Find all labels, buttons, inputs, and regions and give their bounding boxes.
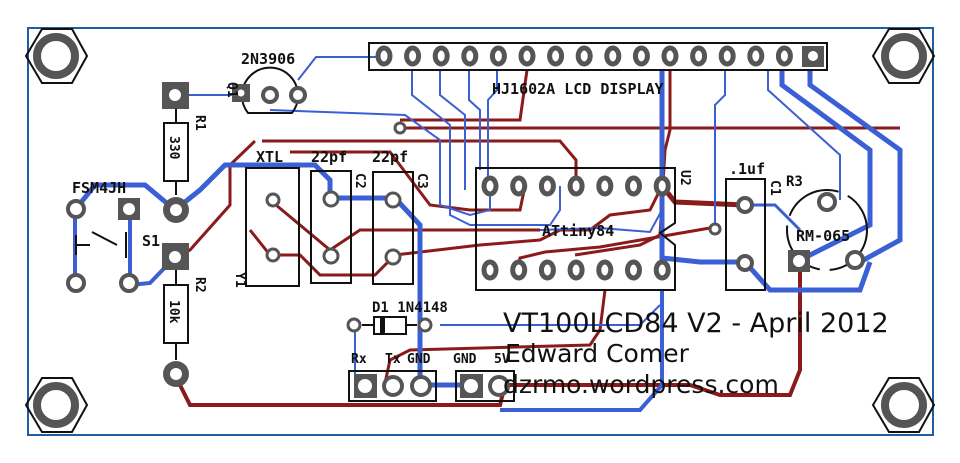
board-author: Edward Comer	[505, 339, 690, 368]
serial-header	[348, 370, 437, 402]
r3-label: R3	[786, 174, 803, 190]
c1-value-label: .1uf	[729, 160, 765, 178]
c2-value-label: 22pf	[311, 148, 347, 166]
transistor-label: 2N3906	[241, 50, 295, 68]
mcu-label: ATtiny84	[542, 222, 614, 240]
u2-label: U2	[677, 170, 692, 186]
r2-value: 10k	[166, 300, 181, 324]
q1-label: Q1	[224, 82, 239, 98]
resistor-r1	[162, 82, 189, 223]
capacitor-c3	[372, 171, 414, 285]
ic-pin	[596, 175, 614, 197]
lcd-pin	[661, 45, 679, 67]
s1-label: S1	[142, 232, 160, 250]
lcd-pin	[747, 45, 765, 67]
gnd-label: GND	[407, 352, 431, 367]
c3-label: C3	[414, 173, 429, 189]
y1-label: Y1	[232, 272, 247, 288]
rx-label: Rx	[351, 352, 367, 367]
lcd-pin	[632, 45, 650, 67]
tx-label: Tx	[385, 352, 401, 367]
switch-s1	[66, 198, 140, 293]
ic-pin	[510, 175, 528, 197]
resistor-r2	[162, 243, 189, 387]
capacitor-c1	[725, 178, 766, 291]
c1-label: C1	[767, 180, 782, 196]
mounting-hole-icon	[871, 377, 936, 433]
gnd-power-label: GND	[453, 352, 477, 367]
board-outline	[27, 27, 934, 436]
board-website: dzrmo.wordpress.com	[503, 370, 779, 399]
xtl-label: XTL	[256, 148, 283, 166]
board-title: VT100LCD84 V2 - April 2012	[503, 308, 889, 339]
ic-pin	[567, 175, 585, 197]
top-traces	[73, 56, 903, 412]
lcd-pin	[547, 45, 565, 67]
ic-pin	[538, 259, 556, 281]
r1-value: 330	[166, 136, 181, 160]
ic-pin	[481, 259, 499, 281]
power-header	[455, 370, 515, 402]
5v-label: 5V	[494, 352, 510, 367]
ic-pin	[653, 175, 671, 197]
lcd-pin	[432, 45, 450, 67]
lcd-label: HJ1602A LCD DISPLAY	[492, 80, 664, 98]
c2-label: C2	[352, 173, 367, 189]
via	[393, 121, 407, 135]
ic-pin	[538, 175, 556, 197]
lcd-pin	[489, 45, 507, 67]
ic-pin	[567, 259, 585, 281]
transistor-2n3906	[232, 66, 307, 114]
via	[708, 222, 722, 236]
ic-pin	[653, 259, 671, 281]
diode-d1	[346, 316, 433, 335]
pot-label: RM-065	[796, 227, 850, 245]
lcd-pin	[518, 45, 536, 67]
r2-label: R2	[192, 277, 207, 293]
ic-pin	[481, 175, 499, 197]
switch-part-label: FSM4JH	[72, 179, 126, 197]
capacitor-c2	[310, 170, 352, 284]
crystal-y1	[245, 167, 300, 287]
ic-pin	[596, 259, 614, 281]
lcd-pin	[718, 45, 736, 67]
lcd-pin	[375, 45, 393, 67]
lcd-pin	[404, 45, 422, 67]
mounting-hole-icon	[24, 377, 89, 433]
ic-pin	[625, 175, 642, 197]
lcd-pin	[775, 45, 793, 67]
lcd-pin	[690, 45, 708, 67]
r1-label: R1	[192, 115, 207, 131]
lcd-pin	[604, 45, 622, 67]
u2-attiny84	[475, 167, 676, 291]
lcd-pin	[575, 45, 593, 67]
mounting-holes	[24, 28, 936, 433]
diode-label: D1 1N4148	[372, 300, 448, 316]
c3-value-label: 22pf	[372, 148, 408, 166]
lcd-pin	[461, 45, 479, 67]
ic-pin	[510, 259, 528, 281]
potentiometer-r3	[786, 189, 868, 272]
ic-pin	[625, 259, 642, 281]
mounting-hole-icon	[24, 28, 89, 84]
lcd-header	[368, 42, 828, 71]
mounting-hole-icon	[871, 28, 936, 84]
